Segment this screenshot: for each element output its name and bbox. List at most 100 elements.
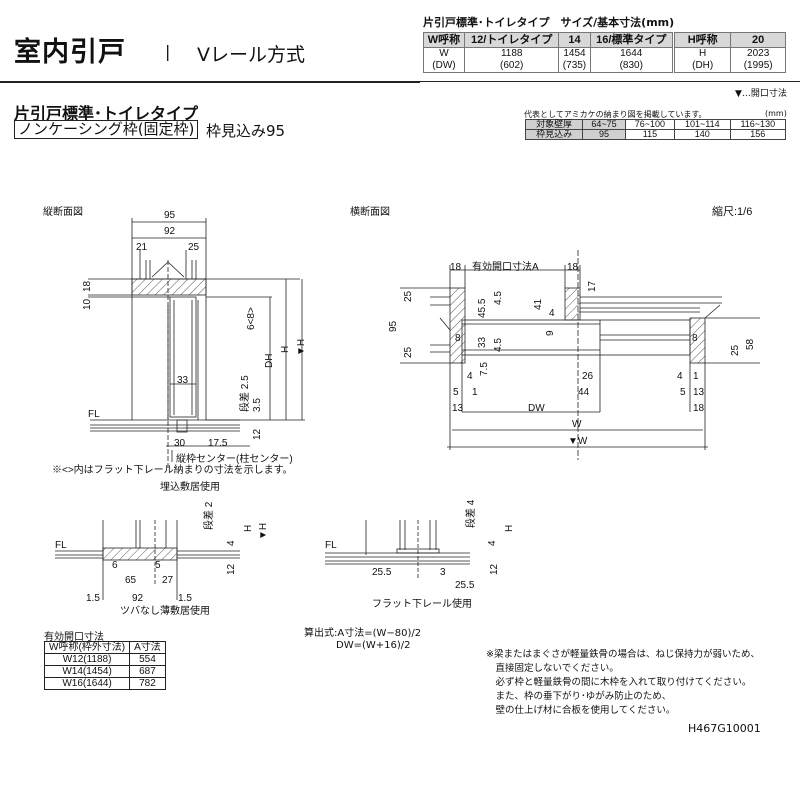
formula-dw: DW=(W+16)/2 [336, 640, 411, 651]
dimension-label: H [504, 525, 515, 532]
title-separator: | [165, 42, 171, 61]
dimension-label: 18 [567, 262, 579, 273]
dimension-label: 25 [730, 344, 741, 356]
dimension-label: H [243, 525, 254, 532]
dimension-label: 95 [388, 320, 399, 332]
formula: 算出式:A寸法=(W−80)/2 DW=(W+16)/2 [304, 628, 421, 652]
dimension-label: 95 [164, 210, 176, 221]
h-cell: 2023(1995) [730, 47, 786, 73]
header-rule-right [420, 81, 800, 82]
dimension-label: 4 [226, 540, 237, 546]
dimension-label: 5 [155, 560, 161, 571]
h-size-table: H呼称 20 H(DH) 2023(1995) [673, 32, 786, 73]
dimension-label: 段差 2.5 [238, 375, 251, 412]
dimension-label: 18 [693, 403, 705, 414]
dimension-label: 段差 2 [202, 501, 215, 530]
dimension-label: 27 [162, 575, 174, 586]
opening-cell: 687 [129, 665, 166, 678]
w-cell: W(DW) [423, 47, 465, 73]
dimension-label: 92 [164, 226, 176, 237]
dimension-label: 92 [132, 593, 144, 604]
dimension-label: 4 [487, 540, 498, 546]
scale-label: 縮尺:1/6 [712, 204, 752, 218]
dimension-label: 33 [177, 375, 189, 386]
dimension-label: 段差 4 [464, 499, 477, 528]
dimension-label: 25.5 [455, 580, 475, 591]
opening-legend: ▼…開口寸法 [735, 89, 787, 99]
rail-type: Vレール方式 [197, 44, 305, 66]
dimension-label: 8 [455, 333, 461, 344]
dimension-label: 58 [745, 338, 756, 350]
dimension-label: 41 [533, 298, 544, 310]
dimension-label: 44 [578, 387, 590, 398]
dimension-label: 17.5 [208, 438, 228, 449]
opening-table: W呼称(枠外寸法)A寸法 W12(1188)554 W14(1454)687 W… [43, 641, 166, 690]
w-header: 12/トイレタイプ [463, 32, 560, 48]
opening-cell: W16(1644) [43, 677, 131, 690]
dimension-label: DW [528, 403, 545, 414]
wall-table-unit: (mm) [765, 109, 787, 118]
dimension-label: 25 [188, 242, 200, 253]
dimension-label: 埋込敷居使用 [160, 480, 220, 493]
dimension-label: 30 [174, 438, 186, 449]
h-header: H呼称 [673, 32, 732, 48]
dimension-label: FL [325, 540, 337, 551]
dimension-label: FL [88, 409, 100, 420]
w-cell: 1188(602) [463, 47, 560, 73]
frame-type: ノンケーシング枠(固定枠) [14, 120, 199, 139]
drawing-code: H467G10001 [688, 722, 761, 735]
dimension-label: 4.5 [493, 291, 504, 305]
dimension-label: 18 [450, 262, 462, 273]
w-size-table: W呼称 12/トイレタイプ 14 16/標準タイプ W(DW) 1188(602… [423, 32, 673, 73]
dimension-label: 10 [82, 298, 93, 310]
dimension-label: 1 [693, 371, 699, 382]
opening-cell: 782 [129, 677, 166, 690]
dimension-label: 6<8> [246, 307, 257, 330]
wall-table-note: 代表としてアミカケの納まり図を掲載しています。 [524, 110, 707, 119]
dimension-label: 17 [587, 280, 598, 292]
formula-a: 算出式:A寸法=(W−80)/2 [304, 628, 422, 639]
dimension-label: 33 [477, 336, 488, 348]
wall-thickness-table: 対象壁厚 64~75 76~100 101~114 116~130 枠見込み 9… [524, 119, 787, 140]
dimension-label: 65 [125, 575, 137, 586]
w-header: W呼称 [423, 32, 465, 48]
w-cell: 1644(830) [589, 47, 673, 73]
dimension-label: 有効開口寸法A [472, 260, 539, 273]
dimension-label: ※<>内はフラット下レール納まりの寸法を示します。 [52, 463, 293, 476]
dimension-label: W [572, 419, 582, 430]
dimension-label: 1 [472, 387, 478, 398]
dimension-label: ツバなし薄敷居使用 [120, 604, 210, 617]
wall-cell: 95 [582, 129, 626, 140]
dimension-label: 18 [82, 280, 93, 292]
w-header: 16/標準タイプ [589, 32, 673, 48]
horizontal-section-geometry [400, 250, 760, 460]
flat-rail-geometry [325, 520, 470, 580]
dimension-label: 4 [549, 308, 555, 319]
opening-header: W呼称(枠外寸法) [43, 641, 131, 654]
vertical-section-geometry [88, 218, 305, 470]
size-table-title: 片引戸標準･トイレタイプ サイズ/基本寸法(mm) [423, 16, 675, 29]
dimension-label: 7.5 [479, 362, 490, 376]
caution-note: ※梁またはまぐさが軽量鉄骨の場合は、ねじ保持力が弱いため、 直接固定しないでくだ… [486, 649, 760, 716]
opening-cell: 554 [129, 653, 166, 666]
frame-depth: 枠見込み95 [206, 122, 286, 140]
dimension-label: ▼W [568, 436, 588, 447]
dimension-label: フラット下レール使用 [372, 597, 472, 610]
opening-table-title: 有効開口寸法 [44, 632, 104, 643]
dimension-label: 1.5 [86, 593, 100, 604]
dimension-label: 13 [693, 387, 705, 398]
dimension-label: 4 [467, 371, 473, 382]
dimension-label: 1.5 [178, 593, 192, 604]
wall-cell: 156 [729, 129, 787, 140]
dimension-label: FL [55, 540, 67, 551]
page-title: 室内引戸 [14, 37, 126, 68]
dimension-label: 12 [489, 563, 500, 575]
dimension-label: 25.5 [372, 567, 392, 578]
dimension-label: 4.5 [493, 338, 504, 352]
horizontal-section-title: 横断面図 [350, 205, 390, 218]
dimension-label: 5 [680, 387, 686, 398]
header-rule [0, 81, 420, 83]
opening-cell: W14(1454) [43, 665, 131, 678]
